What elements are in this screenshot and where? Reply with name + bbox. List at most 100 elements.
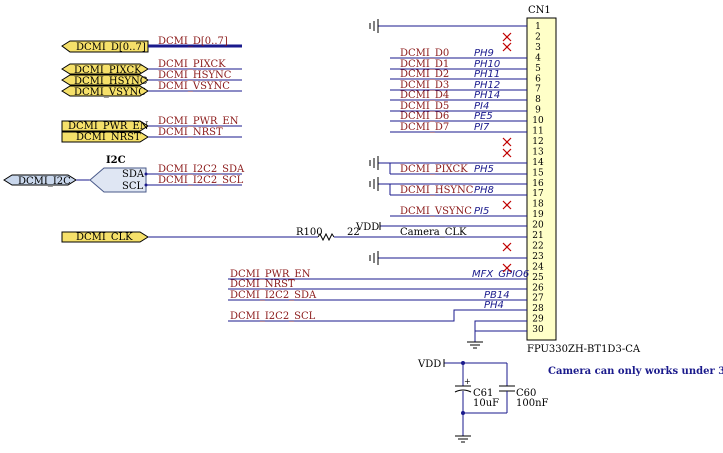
net-pwr-en: DCMI_PWR_EN: [230, 269, 311, 280]
net-dcmi-d: DCMI_D[0..7]: [158, 36, 228, 47]
port-pixck: DCMI_PIXCK DCMI_PIXCK: [61, 59, 242, 76]
port-dcmi-d: DCMI_D[0..7] DCMI_D[0..7]: [61, 36, 242, 53]
net-d6: DCMI_D6: [400, 111, 449, 122]
resistor-r100: [317, 232, 335, 242]
connector-pin-number: 6: [535, 74, 541, 84]
net-left-sda: DCMI_I2C2_SDA: [158, 164, 245, 175]
connector-pin-number: 22: [532, 241, 543, 251]
connector-pin-number: 21: [532, 231, 543, 241]
net-hsync: DCMI_HSYNC: [400, 185, 474, 196]
connector-pin-number: 18: [532, 200, 544, 210]
connector-pin-number: 2: [535, 33, 541, 43]
vsync-line: DCMI_VSYNC PI5: [390, 206, 527, 217]
connector-pin-number: 24: [532, 262, 544, 272]
resistor-ref: R100: [296, 227, 323, 238]
port-hsync-label: DCMI_HSYNC: [74, 76, 148, 87]
net-left-hsync: DCMI_HSYNC: [158, 70, 232, 81]
connector-pin-number: 8: [535, 95, 541, 105]
net-d2: DCMI_D2: [400, 69, 449, 80]
net-d0: DCMI_D0: [400, 48, 449, 59]
port-i2c: DCMI_I2C I2C SDA SCL DCMI_I2C2_SDA DCMI_…: [3, 155, 245, 193]
connector-ref: CN1: [528, 5, 551, 16]
mcu-pin-pixck: PH5: [474, 164, 494, 175]
mcu-pin-d7: PI7: [474, 122, 490, 133]
mcu-pin-scl: PH4: [484, 300, 504, 311]
mcu-pin-d2: PH11: [474, 69, 500, 80]
net-left-nrst: DCMI_NRST: [158, 127, 223, 138]
port-dcmi-d-label: DCMI_D[0..7]: [76, 42, 146, 53]
cap-c60-value: 100nF: [516, 398, 549, 409]
cap-c61-value: 10uF: [473, 398, 499, 409]
gnd-pin23: [369, 251, 527, 265]
net-d7: DCMI_D7: [400, 122, 449, 133]
net-d4: DCMI_D4: [400, 90, 449, 101]
net-left-pwr-en: DCMI_PWR_EN: [158, 116, 239, 127]
nc-pin2: [502, 32, 512, 42]
cap-c61-ref: C61: [473, 388, 493, 399]
port-vsync: DCMI_VSYNC DCMI_VSYNC: [61, 81, 242, 98]
pixck-line: DCMI_PIXCK PH5: [369, 156, 527, 175]
note-text: Camera can only works under 3V3: [548, 366, 723, 377]
net-left-scl: DCMI_I2C2_SCL: [158, 175, 244, 186]
net-left-pixck: DCMI_PIXCK: [158, 59, 226, 70]
vdd-label-top: VDD: [355, 222, 379, 233]
nc-pin13: [502, 148, 512, 158]
connector-pins: 1234567891011121314151617181920212223242…: [532, 22, 544, 335]
net-camera-clk: Camera_CLK: [400, 227, 467, 238]
net-vsync: DCMI_VSYNC: [400, 206, 472, 217]
vdd-label-bottom: VDD: [417, 359, 441, 370]
nc-pin22: [502, 242, 512, 252]
port-pwr-en: DCMI_PWR_EN DCMI_PWR_EN: [61, 116, 242, 132]
net-sda: DCMI_I2C2_SDA: [230, 290, 317, 301]
connector-pin-number: 5: [535, 64, 541, 74]
connector-pin-number: 9: [535, 106, 541, 116]
cap-c60-ref: C60: [516, 388, 536, 399]
svg-text:+: +: [464, 377, 471, 386]
i2c-scl: SCL: [122, 181, 144, 192]
connector-pin-number: 25: [532, 273, 544, 283]
vdd-pin20: VDD Camera_CLK: [355, 222, 527, 238]
port-pwr-en-label: DCMI_PWR_EN: [68, 121, 149, 132]
port-hsync: DCMI_HSYNC DCMI_HSYNC: [61, 70, 242, 87]
net-left-vsync: DCMI_VSYNC: [158, 81, 230, 92]
mcu-pin-hsync: PH8: [474, 185, 494, 196]
connector-pin-number: 14: [532, 158, 544, 168]
connector-pin-number: 26: [532, 283, 544, 293]
connector-pin-number: 10: [532, 116, 544, 126]
net-scl: DCMI_I2C2_SCL: [230, 311, 316, 322]
i2c-harness: [89, 167, 147, 193]
port-nrst: DCMI_NRST DCMI_NRST: [61, 127, 242, 143]
connector-pin-number: 27: [532, 294, 544, 304]
mcu-pin-d0: PH9: [474, 48, 494, 59]
connector-cn1: CN1 FPU330ZH-BT1D3-CA 123456789101112131…: [526, 5, 641, 355]
mcu-pin-d6: PE5: [474, 111, 493, 122]
i2c-title: I2C: [106, 155, 126, 166]
nc-pin3: [502, 42, 512, 52]
mcu-pin-d1: PH10: [474, 59, 500, 70]
mcu-pin-d4: PH14: [474, 90, 500, 101]
mcu-pin-d3: PH12: [474, 80, 500, 91]
nc-pin24: [502, 263, 512, 273]
mcu-pin-d5: PI4: [474, 101, 489, 112]
mcu-pin-vsync: PI5: [474, 206, 489, 217]
connector-pin-number: 28: [532, 304, 544, 314]
connector-pin-number: 11: [532, 127, 543, 137]
resistor-value: 22: [347, 227, 360, 238]
hsync-line: DCMI_HSYNC PH8: [369, 177, 527, 196]
net-pixck: DCMI_PIXCK: [400, 164, 468, 175]
decoupling-caps: VDD + C61 10uF C60 100nF: [417, 359, 549, 443]
port-clk: DCMI_CLK R100 22: [61, 227, 527, 243]
net-nrst: DCMI_NRST: [230, 279, 295, 290]
port-clk-label: DCMI_CLK: [76, 232, 133, 243]
connector-pin-number: 16: [532, 179, 544, 189]
net-d3: DCMI_D3: [400, 80, 449, 91]
connector-pin-number: 12: [532, 137, 543, 147]
net-d5: DCMI_D5: [400, 101, 449, 112]
port-vsync-label: DCMI_VSYNC: [74, 87, 146, 98]
connector-pin-number: 4: [535, 53, 541, 63]
nc-pin18: [502, 200, 512, 210]
connector-pin-number: 3: [535, 43, 541, 53]
connector-pin-number: 29: [532, 315, 544, 325]
mcu-pin-sda: PB14: [484, 290, 510, 301]
